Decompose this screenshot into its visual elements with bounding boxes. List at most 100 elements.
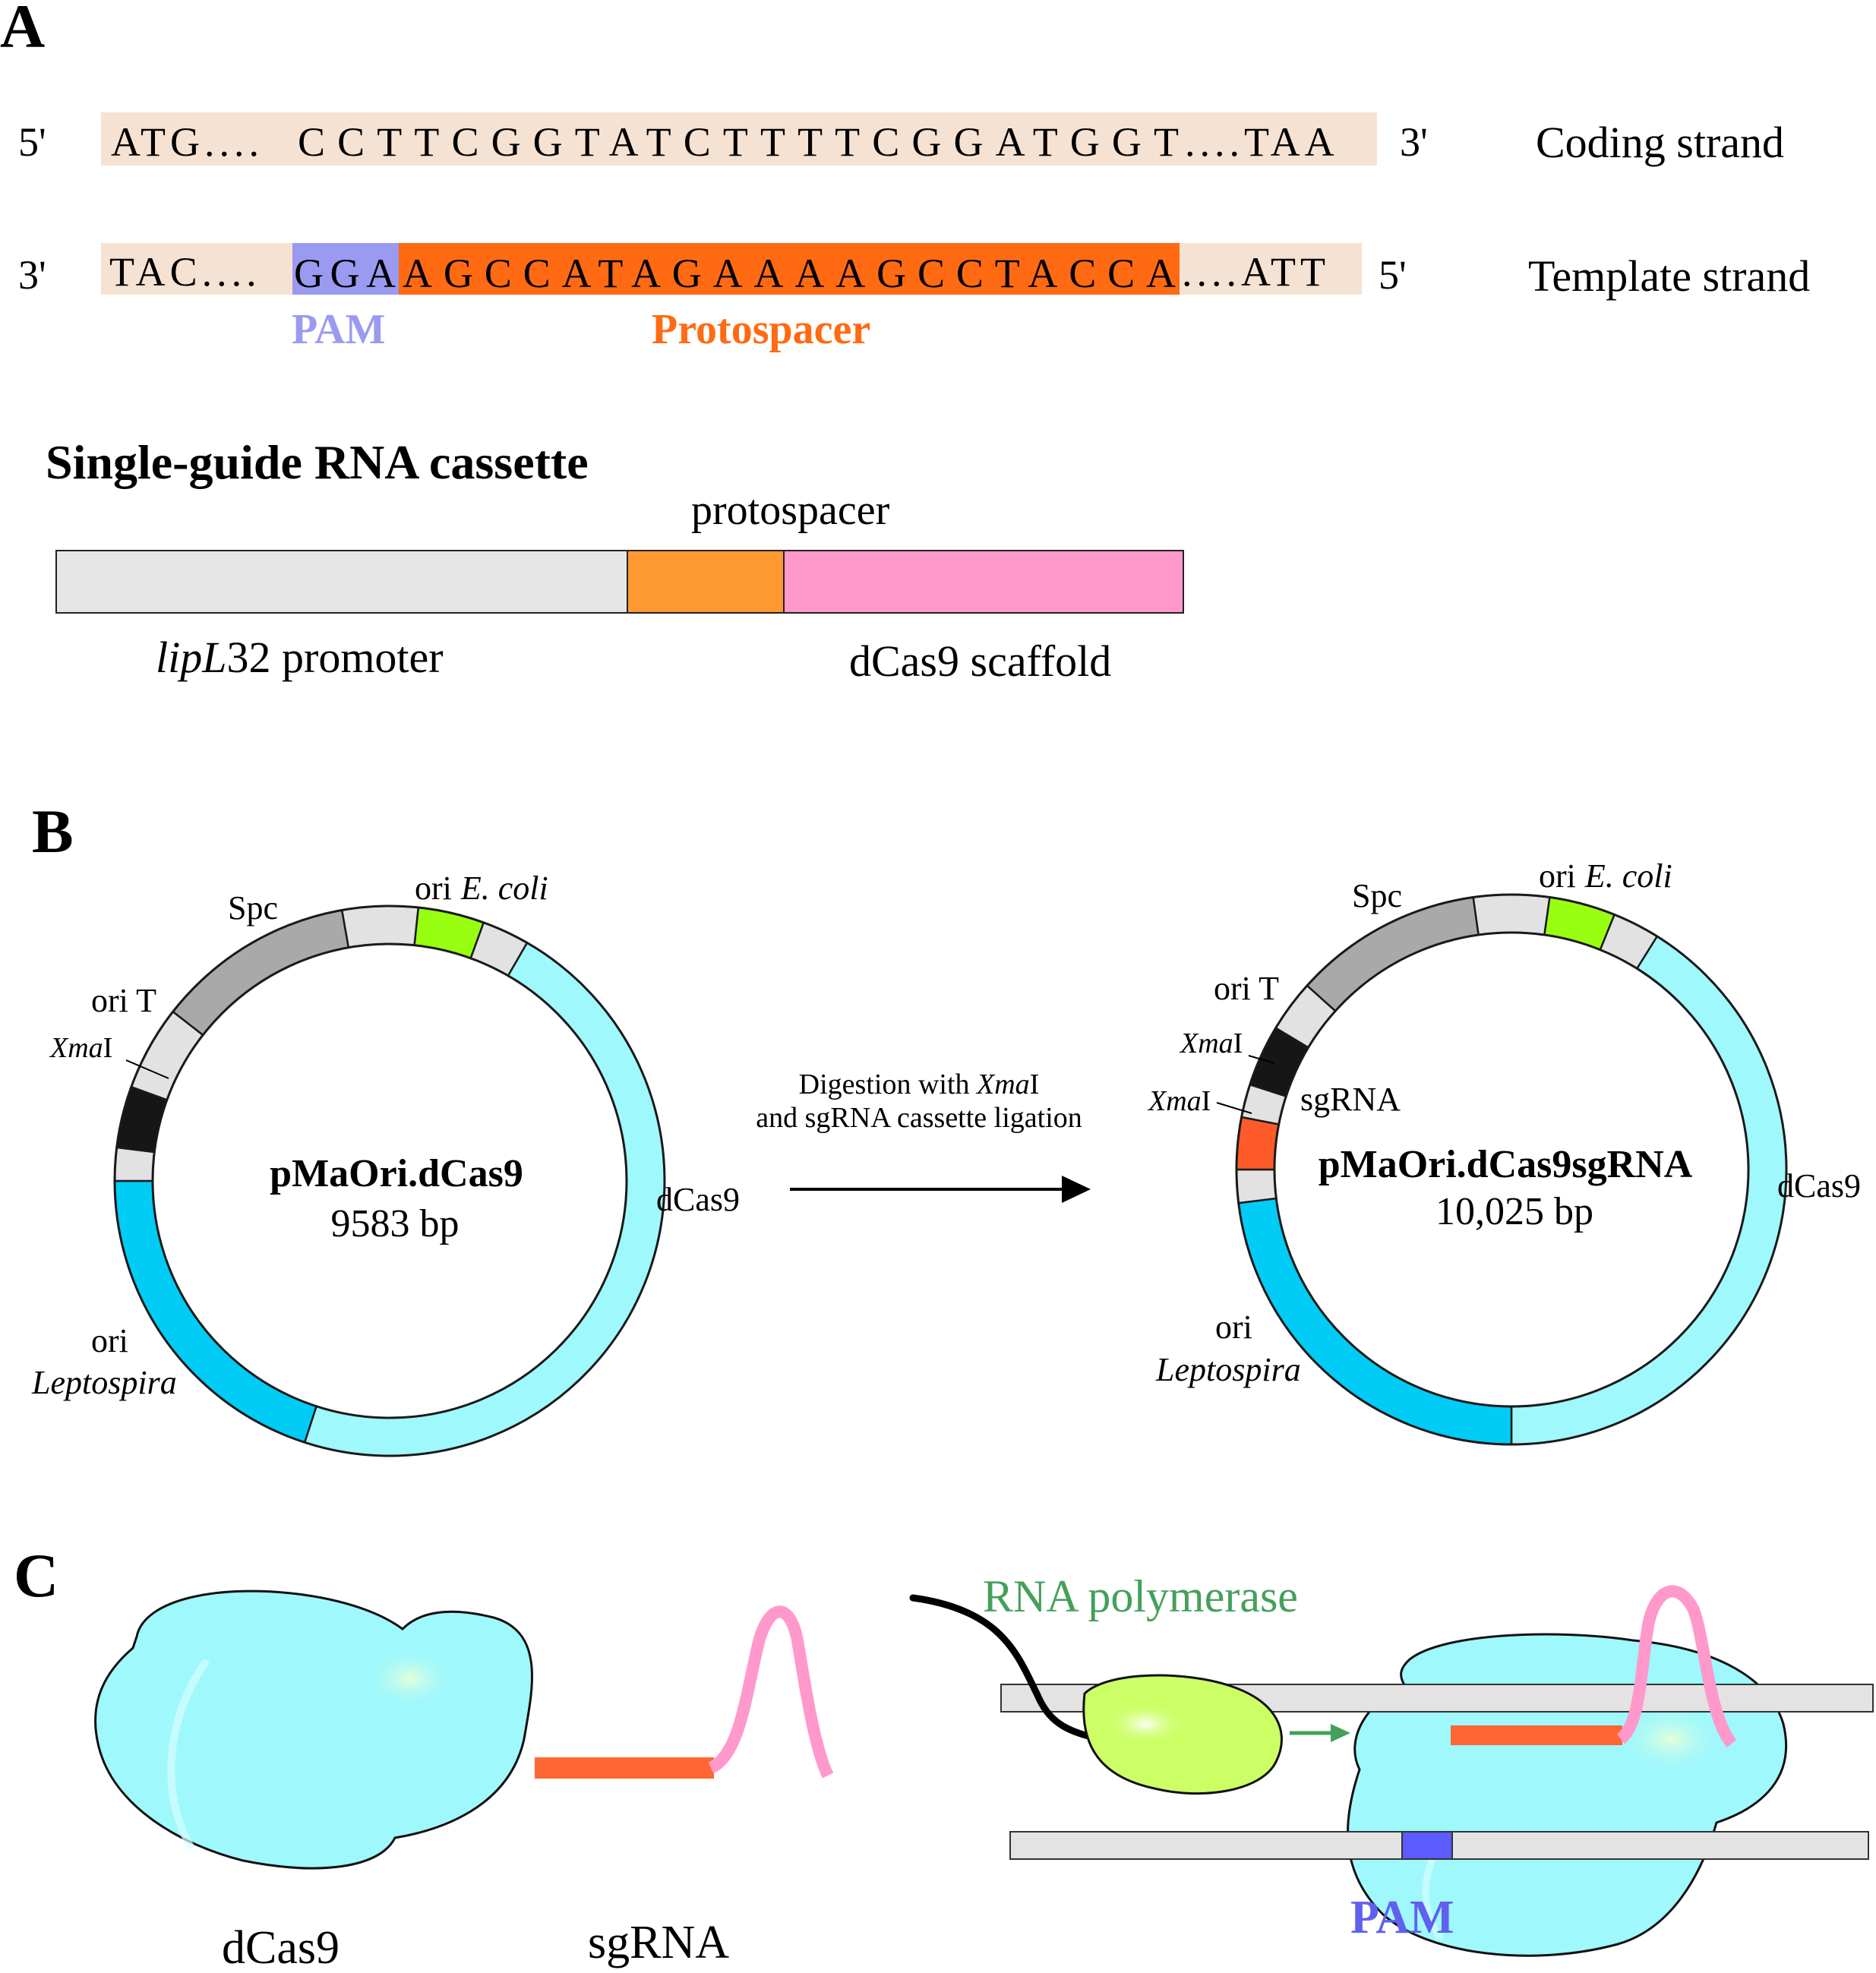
coding-seq-start: ATG.... — [111, 119, 264, 165]
left-ori-ecoli-prefix: ori — [415, 870, 452, 907]
dcas9-protein-icon — [94, 1589, 533, 1870]
template-strand-5-end: 5' — [1379, 252, 1407, 298]
template-strand-3-end: 3' — [18, 252, 46, 298]
mrna-transcript — [909, 1594, 1105, 1743]
bound-sgrna-loop — [1616, 1585, 1737, 1748]
right-plasmid-size: 10,025 bp — [1435, 1190, 1593, 1233]
left-seg-gray-c — [113, 1146, 156, 1182]
right-xmai-pointer-top — [1248, 1055, 1275, 1064]
digestion-line1: Digestion with XmaI — [799, 1069, 1040, 1100]
right-ori-ecoli-italic: E. coli — [1584, 857, 1672, 895]
cassette-promoter-segment — [55, 550, 628, 614]
digestion-suffix: I — [1030, 1069, 1040, 1100]
left-ori-lepto-line2: Leptospira — [31, 1364, 177, 1401]
left-ori-ecoli-italic: E. coli — [460, 870, 548, 907]
protospacer-highlight — [399, 243, 1180, 295]
plasmid-right — [1235, 893, 1788, 1446]
template-strand: 3' TAC.... GGA AGCCATAGAAAAGCCTACCA ....… — [18, 243, 1810, 301]
plasmid-outer-edge — [1235, 893, 1788, 1446]
left-xmai-italic: Xma — [49, 1032, 103, 1064]
panel-c-label: C — [14, 1541, 58, 1610]
right-ori-ecoli-prefix: ori — [1539, 857, 1576, 895]
dcas9-body — [94, 1589, 533, 1870]
coding-strand-3-end: 3' — [1400, 119, 1428, 165]
promoter-italic: lipL — [156, 633, 227, 682]
digestion-step: Digestion with XmaI and sgRNA cassette l… — [756, 1069, 1091, 1203]
right-orit-label: ori T — [1214, 970, 1279, 1007]
left-plasmid-name: pMaOri.dCas9 — [270, 1152, 523, 1195]
rna-polymerase-label: RNA polymerase — [983, 1571, 1298, 1621]
coding-seq-end: ....TAA — [1185, 119, 1339, 165]
panel-b-label: B — [32, 797, 74, 866]
promoter-rest: 32 promoter — [227, 633, 444, 682]
sgrna-scaffold-loop — [708, 1605, 834, 1779]
right-xmai-bottom-suffix: I — [1202, 1085, 1211, 1117]
left-spc-label: Spc — [228, 889, 278, 927]
left-xmai-pointer — [125, 1059, 169, 1079]
digestion-line2: and sgRNA cassette ligation — [756, 1102, 1082, 1134]
arrow-head — [1062, 1176, 1091, 1203]
right-xmai-label-bottom: XmaI — [1147, 1085, 1211, 1117]
pam-caption: PAM — [1350, 1892, 1454, 1943]
coding-strand-label: Coding strand — [1536, 118, 1784, 167]
left-orit-label: ori T — [91, 982, 156, 1019]
left-xmai-suffix: I — [103, 1032, 113, 1064]
pam-site — [1401, 1831, 1453, 1860]
cassette-scaffold-label: dCas9 scaffold — [849, 636, 1111, 686]
plasmid-inner-edge — [1273, 931, 1750, 1408]
cassette-protospacer-segment — [627, 550, 785, 614]
cassette-title: Single-guide RNA cassette — [46, 435, 589, 489]
cassette-scaffold-segment — [783, 550, 1184, 614]
coding-seq-mid: CCTTCGGTATCTTTTCGGATGGT — [298, 119, 1179, 165]
bound-dcas9-highlight — [1618, 1705, 1724, 1773]
right-xmai-top-suffix: I — [1233, 1028, 1243, 1059]
sgrna-caption: sgRNA — [588, 1917, 729, 1968]
plasmid-inner-edge — [151, 942, 628, 1419]
sgrna-icon — [535, 1605, 834, 1779]
coding-strand-background — [101, 112, 1377, 166]
polymerase-highlight — [1104, 1703, 1187, 1745]
digestion-prefix: Digestion with — [799, 1069, 977, 1100]
right-xmai-bottom-italic: Xma — [1147, 1085, 1202, 1117]
transcription-arrow-head — [1331, 1724, 1350, 1742]
right-xmai-label-top: XmaI — [1179, 1028, 1243, 1059]
dcas9-highlight — [365, 1648, 456, 1709]
right-xmai-top-italic: Xma — [1179, 1028, 1233, 1059]
coding-strand: 5' ATG.... CCTTCGGTATCTTTTCGGATGGT ....T… — [18, 112, 1784, 167]
sgrna-cassette: Single-guide RNA cassette protospacer li… — [46, 435, 1184, 686]
left-ori-lepto-line1: ori — [91, 1322, 128, 1359]
right-seg-gray-c — [1235, 1168, 1278, 1204]
protospacer-label: Protospacer — [652, 306, 870, 353]
right-seg-gray-a — [1472, 893, 1551, 936]
right-xmai-pointer-bottom — [1216, 1102, 1252, 1114]
dcas9-caption: dCas9 — [222, 1922, 340, 1973]
left-plasmid-size: 9583 bp — [331, 1202, 460, 1245]
panel-a-label: A — [0, 0, 45, 61]
template-seq-end: ....ATT — [1182, 249, 1330, 295]
template-seq-pam: GGA — [294, 251, 396, 296]
pam-label: PAM — [292, 306, 385, 353]
pam-highlight — [292, 243, 399, 295]
coding-strand-5-end: 5' — [18, 119, 46, 165]
template-strand-label: Template strand — [1528, 251, 1810, 301]
right-ori-lepto-line1: ori — [1215, 1308, 1252, 1346]
cassette-protospacer-label: protospacer — [691, 487, 890, 534]
right-sgrna-label: sgRNA — [1300, 1081, 1401, 1118]
template-seq-start: TAC.... — [109, 249, 261, 295]
bound-complex — [909, 1585, 1874, 1957]
bound-sgrna-guide — [1451, 1725, 1622, 1745]
right-spc-label: Spc — [1352, 877, 1402, 914]
plasmid-left — [113, 904, 666, 1457]
plasmid-outer-edge — [113, 904, 666, 1457]
sgrna-guide-segment — [535, 1757, 714, 1779]
digestion-italic: Xma — [975, 1069, 1030, 1100]
dcas9-sheen — [167, 1659, 209, 1849]
right-dcas9-label: dCas9 — [1777, 1167, 1861, 1204]
left-xmai-label: XmaI — [49, 1032, 112, 1064]
cassette-promoter-label: lipL32 promoter — [156, 633, 444, 682]
right-seg-sgrna — [1235, 1116, 1281, 1171]
